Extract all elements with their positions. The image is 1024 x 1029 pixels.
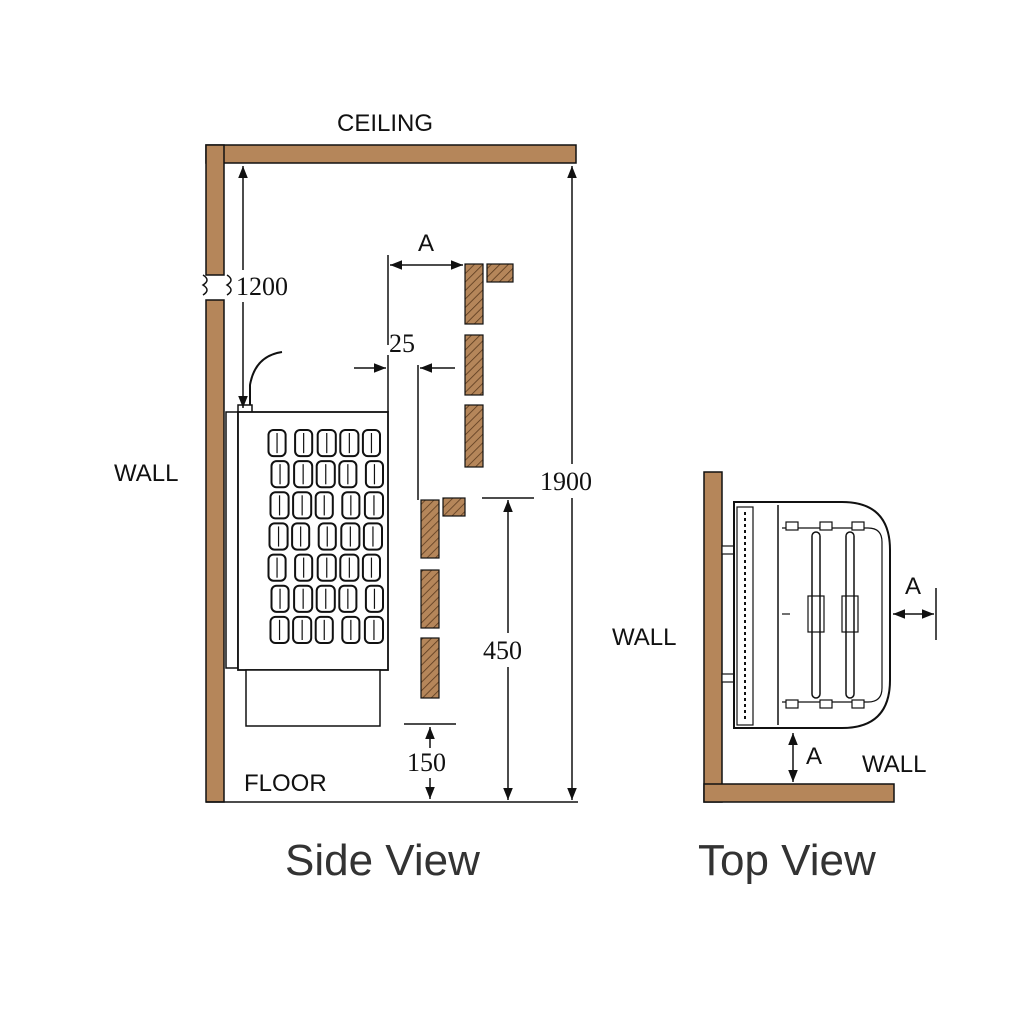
element-support <box>785 521 799 531</box>
dim-label-1200: 1200 <box>236 272 288 301</box>
guard-cap <box>442 497 466 517</box>
heater-base <box>245 669 381 727</box>
element-support <box>819 699 833 709</box>
floor-label: FLOOR <box>244 770 327 797</box>
guard-cap <box>486 263 514 283</box>
heating-element <box>845 531 855 699</box>
dim-label-1900: 1900 <box>540 467 592 496</box>
wall-board-upper <box>205 144 225 276</box>
wall-board-lower <box>205 299 225 803</box>
side-view-title: Side View <box>285 836 480 885</box>
element-support <box>851 521 865 531</box>
guard-slat <box>464 263 484 325</box>
element-clip <box>807 595 825 633</box>
dim-label-a-right: A <box>905 573 921 600</box>
guard-slat <box>464 404 484 468</box>
element-support <box>785 699 799 709</box>
heating-element <box>811 531 821 699</box>
dim-label-450: 450 <box>483 636 522 665</box>
heating-elements <box>782 521 865 709</box>
guard-slat <box>420 499 440 559</box>
element-support <box>851 699 865 709</box>
dim-label-a-bottom: A <box>806 743 822 770</box>
element-support <box>819 521 833 531</box>
top-wall-left <box>703 471 723 803</box>
ceiling-board <box>205 144 577 164</box>
guard-slat <box>420 569 440 629</box>
element-clip <box>841 595 859 633</box>
wall-label-top-bottom: WALL <box>862 751 926 778</box>
heater-stones <box>267 429 384 644</box>
guard-slat <box>420 637 440 699</box>
side-view: 1200 1900 450 150 25 A CEILING WALL FLOO… <box>114 110 609 885</box>
ceiling-label: CEILING <box>337 110 433 137</box>
top-wall-bottom <box>703 783 895 803</box>
wall-label-top-left: WALL <box>612 624 676 651</box>
top-view-title: Top View <box>698 836 876 885</box>
heater-mount-plate <box>225 411 239 669</box>
dim-label-25: 25 <box>389 329 415 358</box>
dim-label-a-side: A <box>418 230 434 257</box>
guard-slat <box>464 334 484 396</box>
heater-top-inner <box>782 527 883 703</box>
wall-label-side: WALL <box>114 460 178 487</box>
top-view: A A WALL WALL Top View <box>612 471 937 885</box>
dim-label-150: 150 <box>407 748 446 777</box>
wall-break-mark <box>201 274 232 296</box>
power-cable <box>249 351 283 412</box>
